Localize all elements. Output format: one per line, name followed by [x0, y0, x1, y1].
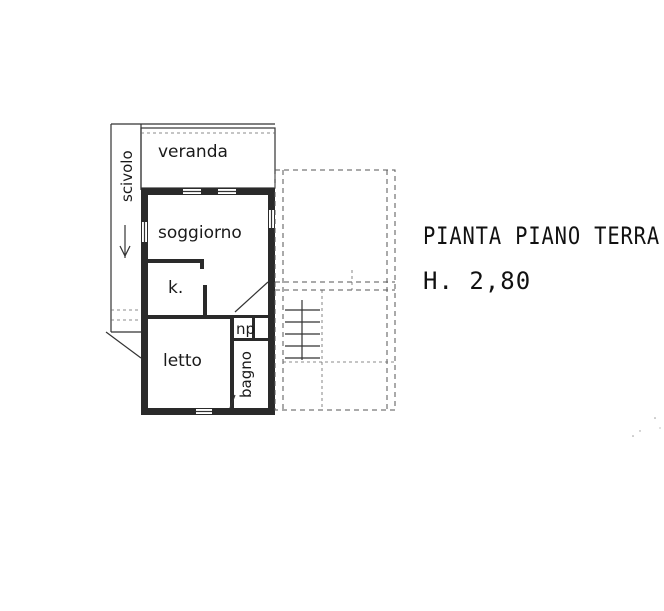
veranda-label: veranda — [158, 142, 228, 162]
soggiorno-label: soggiorno — [158, 223, 242, 243]
bagno-label: bagno — [237, 351, 255, 398]
adjacent-structure-outline — [274, 169, 396, 411]
scan-noise — [632, 417, 661, 437]
letto-label: letto — [163, 351, 202, 371]
plan-height: H. 2,80 — [423, 267, 531, 295]
kitchen-label: k. — [168, 278, 183, 298]
np-label: np — [236, 320, 255, 338]
windows — [142, 189, 274, 414]
plan-title: PIANTA PIANO TERRA — [423, 222, 660, 250]
interior-walls — [148, 259, 269, 409]
scivolo-label: scivolo — [118, 150, 136, 202]
